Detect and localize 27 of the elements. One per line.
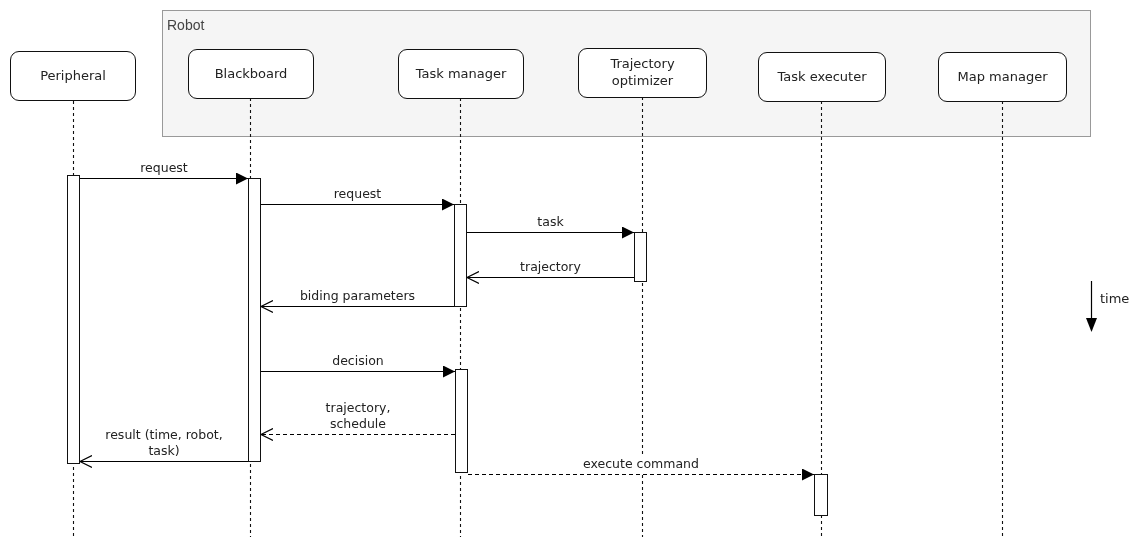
lifeline-header: Map manager <box>938 52 1067 102</box>
return-message-arrow <box>467 468 815 481</box>
lifeline-header: Task executer <box>758 52 886 102</box>
message-arrow <box>79 454 249 469</box>
axis-label: time <box>1100 291 1130 306</box>
lifeline-header: Task manager <box>398 49 524 99</box>
lifeline-header: Peripheral <box>10 51 136 101</box>
message-arrow <box>466 226 635 239</box>
activation-bar <box>814 474 828 516</box>
message-label: execute command <box>583 455 699 472</box>
group-frame <box>162 10 1091 137</box>
message-label: biding parameters <box>299 287 416 304</box>
message-arrow <box>79 172 249 185</box>
message-label: trajectory <box>520 258 581 275</box>
message-arrow <box>260 365 456 378</box>
activation-bar <box>454 204 467 307</box>
activation-bar <box>67 175 80 464</box>
activation-bar <box>248 178 261 462</box>
message-arrow <box>260 198 455 211</box>
return-message-arrow <box>260 427 456 442</box>
activation-bar <box>455 369 468 473</box>
group-title: Robot <box>167 17 205 33</box>
activation-bar <box>634 232 647 282</box>
message-arrow <box>466 270 635 285</box>
lifeline-header: Blackboard <box>188 49 314 99</box>
lifeline-header: Trajectory optimizer <box>578 48 707 98</box>
message-arrow <box>260 299 455 314</box>
